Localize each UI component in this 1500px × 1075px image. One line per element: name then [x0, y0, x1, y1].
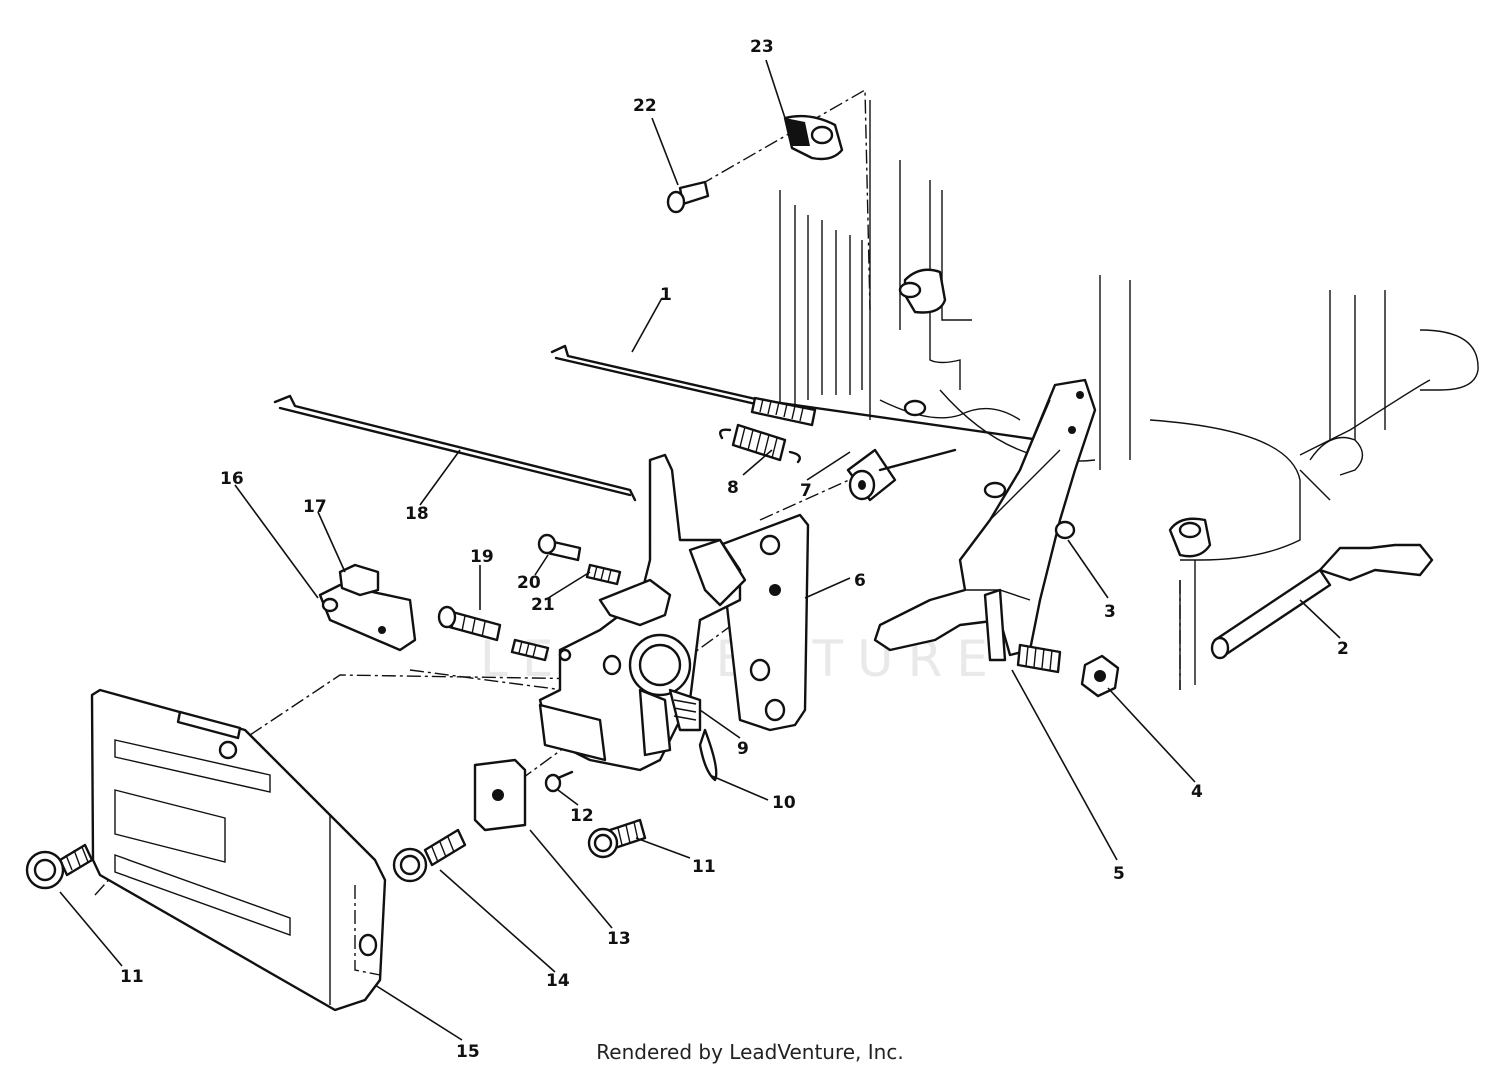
- leader-lines: [59, 59, 1341, 1041]
- part-18-rod: [273, 394, 637, 502]
- callout-18: 18: [405, 504, 429, 524]
- part-1-rod: [550, 344, 1057, 442]
- part-9-control-assembly: [538, 453, 747, 782]
- part-7-bushing: [846, 448, 957, 502]
- part-13-clip: [473, 758, 527, 832]
- part-17-choke-clip: [338, 563, 380, 597]
- callout-12: 12: [570, 806, 594, 826]
- part-19-screw: [437, 605, 502, 642]
- callout-17: 17: [303, 497, 327, 517]
- callout-7: 7: [800, 481, 812, 501]
- callout-11-right: 11: [692, 857, 716, 877]
- callout-2: 2: [1337, 639, 1349, 659]
- callout-19: 19: [470, 547, 494, 567]
- part-2-linkage: [1210, 543, 1434, 660]
- callout-9: 9: [737, 739, 749, 759]
- part-4-nut: [1080, 654, 1120, 698]
- callout-10: 10: [772, 793, 796, 813]
- callout-11-left: 11: [120, 967, 144, 987]
- part-20-screw: [537, 533, 582, 562]
- part-11-bolt-left: [25, 843, 94, 890]
- callout-5: 5: [1113, 864, 1125, 884]
- callout-8: 8: [727, 478, 739, 498]
- callout-13: 13: [607, 929, 631, 949]
- callout-labels: 1 2 3 4 5 6 7 8 9 10 11 12 13 14 15 16 1…: [120, 37, 1349, 1062]
- engine-block: [779, 100, 1479, 690]
- callout-14: 14: [546, 971, 570, 991]
- callout-3: 3: [1104, 602, 1116, 622]
- callout-22: 22: [633, 96, 657, 116]
- callout-16: 16: [220, 469, 244, 489]
- credit-footer: Rendered by LeadVenture, Inc.: [596, 1040, 904, 1064]
- part-11-bolt-right: [587, 818, 647, 859]
- callout-15: 15: [456, 1042, 480, 1062]
- callout-4: 4: [1191, 782, 1203, 802]
- part-6-bracket: [718, 513, 810, 732]
- part-5-lever: [873, 378, 1097, 674]
- part-14-bolt: [392, 828, 467, 883]
- part-16-choke-link: [318, 583, 417, 652]
- part-8-spring: [719, 423, 801, 464]
- part-15-cover-plate: [90, 688, 387, 1012]
- callout-21: 21: [531, 595, 555, 615]
- part-12-screw: [544, 770, 574, 793]
- part-3-pivot: [1054, 520, 1076, 540]
- callout-1: 1: [660, 285, 672, 305]
- part-22-screw: [666, 180, 710, 214]
- callout-6: 6: [854, 571, 866, 591]
- callout-23: 23: [750, 37, 774, 57]
- callout-20: 20: [517, 573, 541, 593]
- part-23-cable-clip: [783, 114, 844, 161]
